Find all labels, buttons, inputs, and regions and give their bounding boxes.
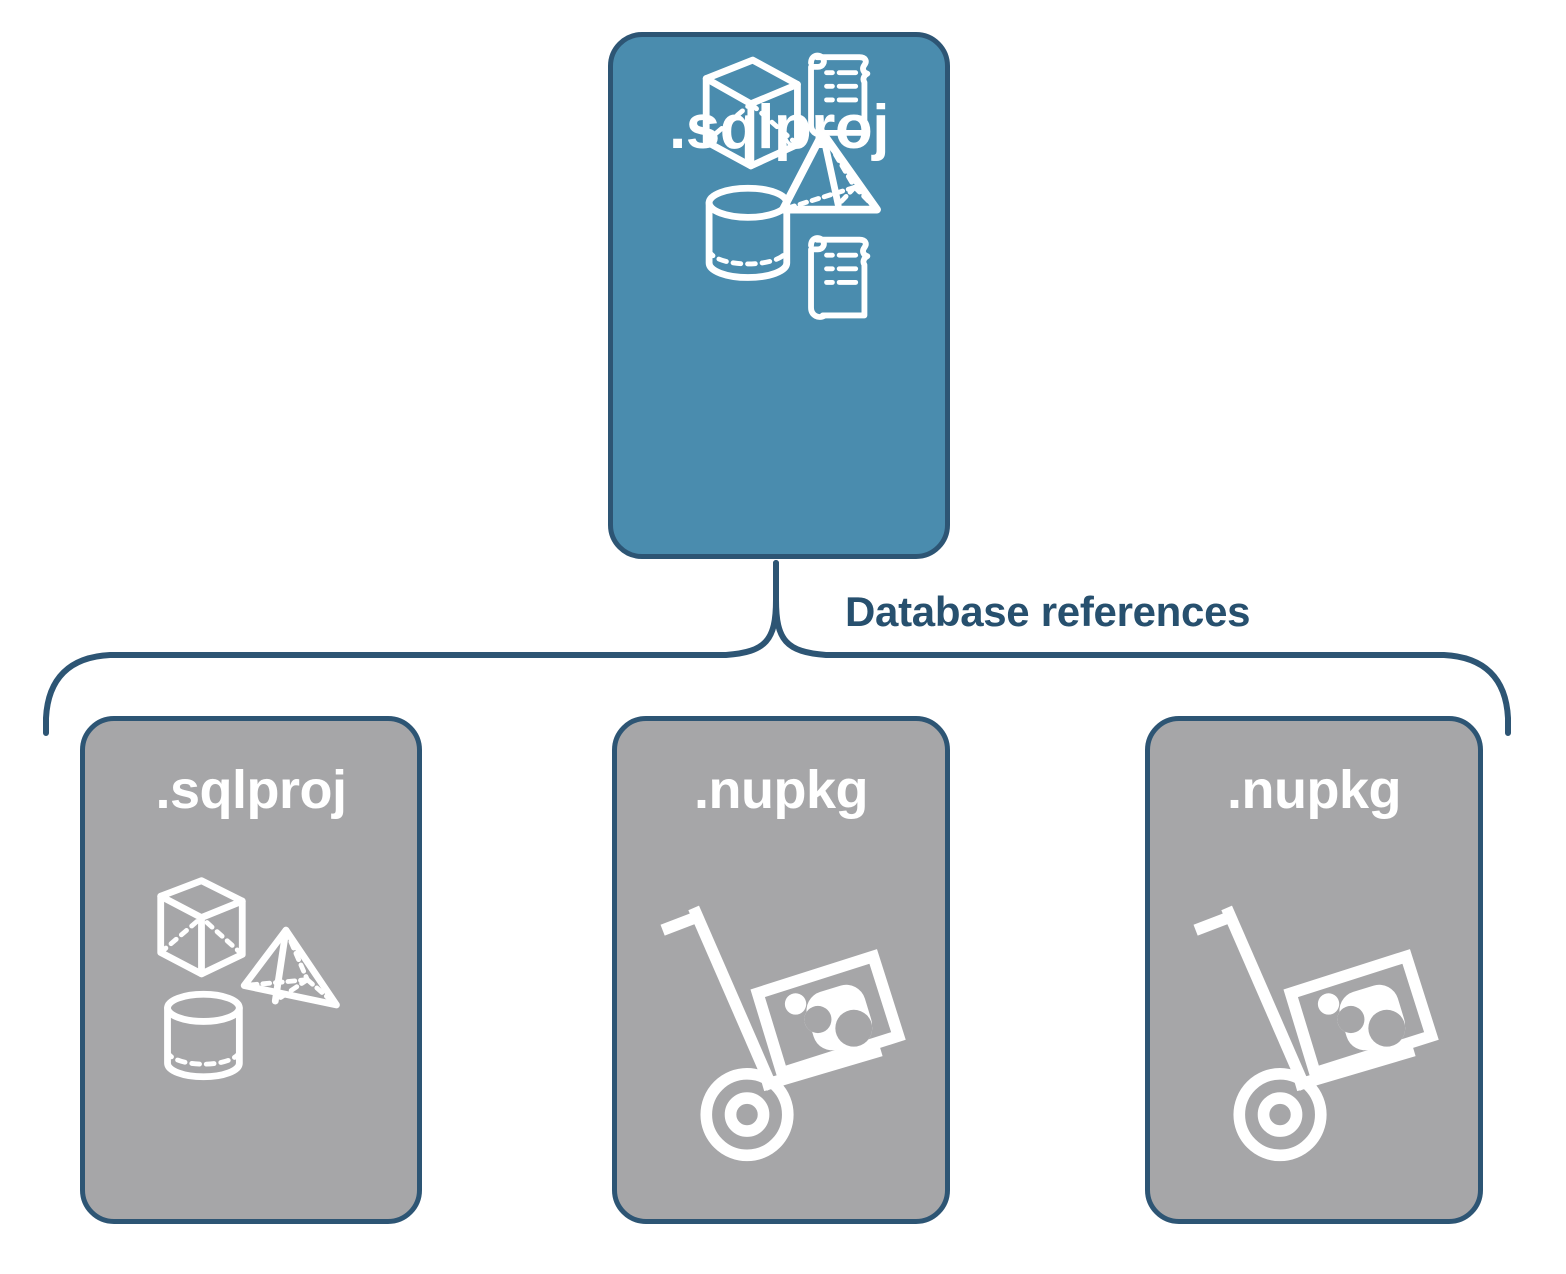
- node-ref-sqlproj-label: .sqlproj: [155, 760, 347, 820]
- node-ref-sqlproj[interactable]: .sqlproj: [80, 716, 422, 1224]
- connector-label: Database references: [845, 588, 1251, 635]
- node-root-sqlproj[interactable]: .sqlproj: [608, 32, 950, 559]
- scroll-icon: [808, 235, 871, 320]
- cylinder-icon: [164, 990, 243, 1081]
- node-ref-nupkg-1[interactable]: .nupkg: [612, 716, 950, 1224]
- cylinder-icon: [705, 184, 791, 281]
- nuget-package-dolly-icon: [1193, 905, 1439, 1162]
- nuget-package-dolly-icon: [660, 905, 906, 1162]
- brace-left-arm: [43, 560, 779, 736]
- node-root-sqlproj-label: .sqlproj: [669, 93, 889, 162]
- node-ref-nupkg-2-label: .nupkg: [1227, 760, 1401, 820]
- pyramid-icon: [240, 926, 340, 1009]
- node-ref-nupkg-2[interactable]: .nupkg: [1145, 716, 1483, 1224]
- cube-icon: [157, 877, 246, 978]
- node-ref-nupkg-1-label: .nupkg: [694, 760, 868, 820]
